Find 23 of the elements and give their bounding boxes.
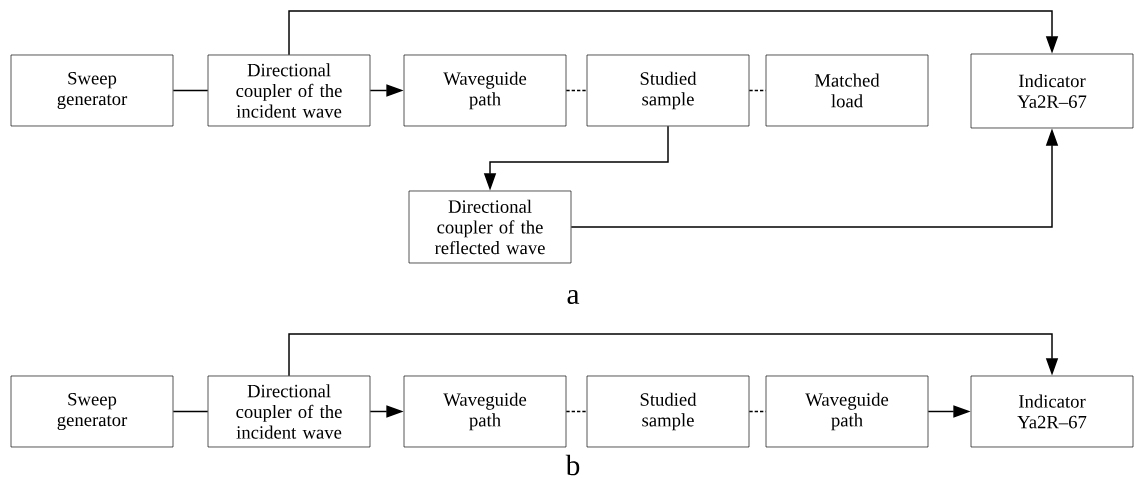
connector: [172, 89, 209, 92]
connector: [172, 410, 209, 413]
connector: [565, 89, 588, 92]
block-box: Studied sample: [586, 375, 750, 448]
connector: [748, 89, 767, 92]
connector: [565, 410, 588, 413]
block-box: Directional coupler of the incident wave: [207, 375, 371, 448]
connector: [748, 410, 767, 413]
panel-label: b: [565, 454, 580, 476]
block-box: Waveguide path: [403, 54, 567, 127]
connector: [288, 10, 1059, 56]
block-box: Matched load: [765, 54, 929, 127]
block-box: Indicator Ya2R–67: [970, 375, 1134, 448]
block-box: Directional coupler of the incident wave: [207, 54, 371, 127]
block-box: Waveguide path: [403, 375, 567, 448]
block-box: Directional coupler of the reflected wave: [408, 190, 572, 264]
panel-label: a: [567, 289, 580, 304]
connector: [288, 333, 1059, 377]
block-box: Sweep generator: [10, 54, 174, 127]
block-box: Waveguide path: [765, 375, 929, 448]
block-box: Indicator Ya2R–67: [970, 53, 1134, 129]
block-box: Studied sample: [586, 54, 750, 127]
block-box: Sweep generator: [10, 375, 174, 448]
